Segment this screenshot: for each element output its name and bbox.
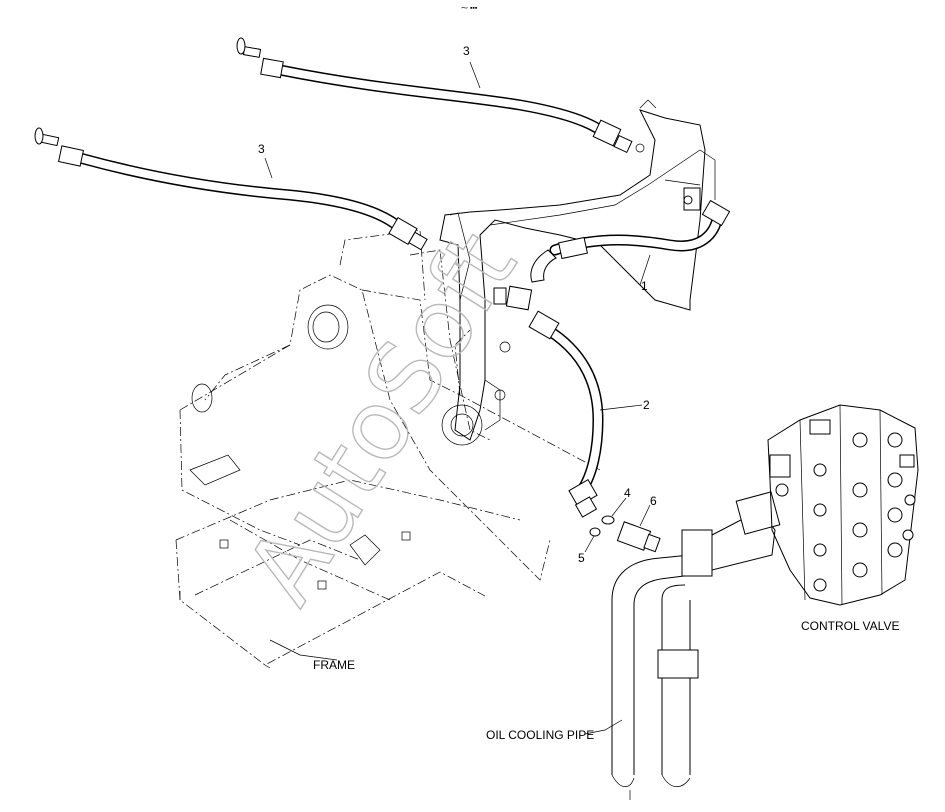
part-number-3-upper: 3: [463, 44, 470, 58]
hose-1: [530, 187, 731, 283]
mounting-bracket: [439, 99, 716, 441]
hose-3-upper: [236, 37, 633, 154]
label-frame: FRAME: [313, 658, 355, 672]
part-number-5: 5: [578, 551, 585, 565]
control-valve: [767, 404, 919, 606]
watermark-text: AutoSoft: [225, 213, 538, 622]
part-number-3-lower: 3: [258, 142, 265, 156]
hose-3-lower: [34, 127, 428, 251]
frame-outline: [175, 229, 601, 669]
label-oil-cooling-pipe: OIL COOLING PIPE: [486, 728, 594, 742]
part-number-4: 4: [624, 486, 631, 500]
part-number-6: 6: [650, 494, 657, 508]
leader-lines: [264, 61, 651, 735]
part-number-1: 1: [641, 279, 648, 293]
label-control-valve: CONTROL VALVE: [801, 619, 899, 633]
corner-mark: ⁓ ▪▪▪: [461, 5, 478, 12]
hose-2: [493, 285, 604, 518]
oil-cooling-pipe: [611, 491, 781, 800]
fitting-parts: [589, 515, 661, 553]
part-number-2: 2: [643, 398, 650, 412]
